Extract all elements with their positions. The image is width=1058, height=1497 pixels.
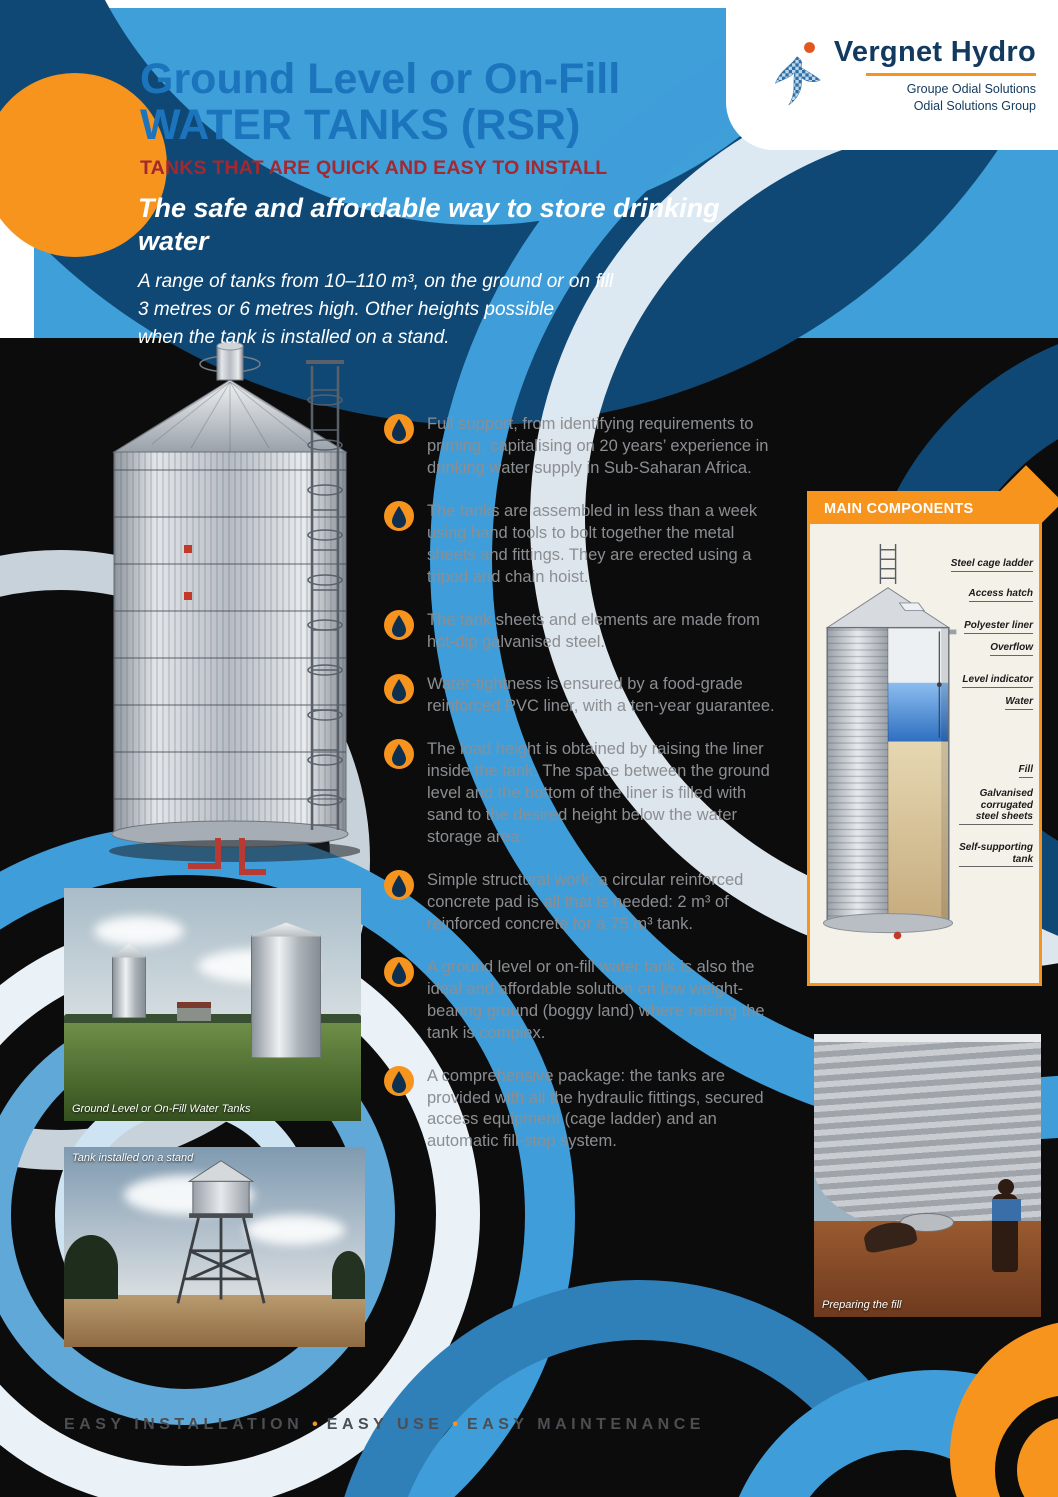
component-label: Polyester liner [964, 620, 1033, 634]
feature-text: Full support, from identifying requireme… [427, 415, 769, 477]
droplet-icon [384, 674, 414, 705]
logo-text: Vergnet Hydro Groupe Odial Solutions Odi… [834, 36, 1036, 115]
photo-tank-large [251, 934, 322, 1059]
logo-rule [866, 72, 1036, 76]
feature-text: Water-tightness is ensured by a food-gra… [427, 675, 775, 716]
footer-separator: • [452, 1416, 459, 1433]
logo: Vergnet Hydro Groupe Odial Solutions Odi… [726, 0, 1058, 150]
feature-item: A ground level or on-fill water tank is … [384, 956, 784, 1045]
logo-tagline-2: Odial Solutions Group [913, 98, 1036, 113]
droplet-icon [384, 414, 414, 444]
component-label: Level indicator [962, 674, 1033, 688]
feature-item: A comprehensive package: the tanks are p… [384, 1065, 784, 1154]
cutaway-tank-drawing [822, 544, 957, 940]
footer-item: EASY INSTALLATION [64, 1416, 304, 1433]
photo-trees-left [64, 1235, 119, 1299]
droplet-icon [384, 500, 414, 531]
feature-text: The tanks are assembled in less than a w… [427, 501, 758, 586]
feature-list: Full support, from identifying requireme… [384, 414, 784, 1174]
component-label: Access hatch [968, 588, 1033, 602]
feature-text: The tank sheets and elements are made fr… [427, 610, 760, 651]
photo-building [176, 1001, 211, 1021]
logo-tagline-1: Groupe Odial Solutions [906, 81, 1036, 96]
logo-brand: Vergnet Hydro [833, 35, 1036, 68]
stand-tank-drawing [176, 1160, 265, 1304]
footer-item: EASY MAINTENANCE [467, 1416, 705, 1433]
photo-stand-tank: Tank installed on a stand [64, 1147, 365, 1347]
photo-person-shorts [991, 1198, 1021, 1221]
feature-text: A ground level or on-fill water tank is … [427, 957, 765, 1042]
panel-title: MAIN COMPONENTS [810, 494, 1039, 524]
footer-tagline: EASY INSTALLATION • EASY USE • EASY MAIN… [64, 1416, 705, 1434]
photo-trees-right [331, 1251, 365, 1299]
component-label: Water [1005, 696, 1033, 710]
panel-body: Steel cage ladder Access hatch Polyester… [810, 524, 1039, 959]
intro-body: A range of tanks from 10–110 m³, on the … [138, 270, 614, 349]
footer-separator: • [312, 1416, 318, 1433]
feature-item: The tank sheets and elements are made fr… [384, 609, 784, 654]
droplet-icon [384, 956, 414, 987]
feature-item: Full support, from identifying requireme… [384, 414, 784, 480]
photo-field-tanks: Ground Level or On-Fill Water Tanks [64, 888, 361, 1121]
photo-person-head [997, 1179, 1014, 1196]
component-label: Self-supporting tank [959, 842, 1033, 867]
photo-caption: Tank installed on a stand [72, 1152, 194, 1164]
photo-tank-rim [814, 1034, 1041, 1042]
page-subtitle: TANKS THAT ARE QUICK AND EASY TO INSTALL [140, 157, 608, 179]
photo-caption: Preparing the fill [822, 1299, 902, 1311]
cloud-shape [93, 915, 184, 946]
tank-illustration [100, 330, 361, 905]
component-label: Overflow [990, 642, 1033, 656]
feature-item: Water-tightness is ensured by a food-gra… [384, 674, 784, 718]
page-title-line2: WATER TANKS (RSR) [140, 101, 581, 149]
intro-heading: The safe and affordable way to store dri… [138, 193, 720, 256]
droplet-icon [384, 870, 414, 900]
footer-item: EASY USE [326, 1416, 444, 1433]
feature-item: Simple structural work: a circular reinf… [384, 870, 784, 936]
droplet-icon [384, 609, 414, 640]
tank-drawing [109, 341, 361, 875]
droplet-icon [384, 739, 414, 770]
feature-text: The load height is obtained by raising t… [427, 740, 770, 847]
page-title-line1: Ground Level or On-Fill [140, 55, 621, 103]
component-label: Fill [1018, 764, 1033, 778]
title-block: Ground Level or On-Fill WATER TANKS (RSR… [140, 56, 620, 180]
photo-preparing-fill: Preparing the fill [814, 1034, 1041, 1317]
intro: The safe and affordable way to store dri… [138, 192, 778, 352]
component-label: Steel cage ladder [950, 558, 1033, 572]
photo-caption: Ground Level or On-Fill Water Tanks [72, 1103, 251, 1115]
photo-tank-small [111, 955, 147, 1019]
feature-text: Simple structural work: a circular reinf… [427, 871, 744, 933]
component-label: Galvanised corrugated steel sheets [959, 788, 1033, 825]
logo-figure-icon [774, 42, 821, 106]
feature-item: The load height is obtained by raising t… [384, 739, 784, 849]
feature-item: The tanks are assembled in less than a w… [384, 500, 784, 589]
main-components-panel: MAIN COMPONENTS [807, 491, 1042, 986]
droplet-icon [384, 1065, 414, 1096]
feature-text: A comprehensive package: the tanks are p… [427, 1066, 764, 1151]
